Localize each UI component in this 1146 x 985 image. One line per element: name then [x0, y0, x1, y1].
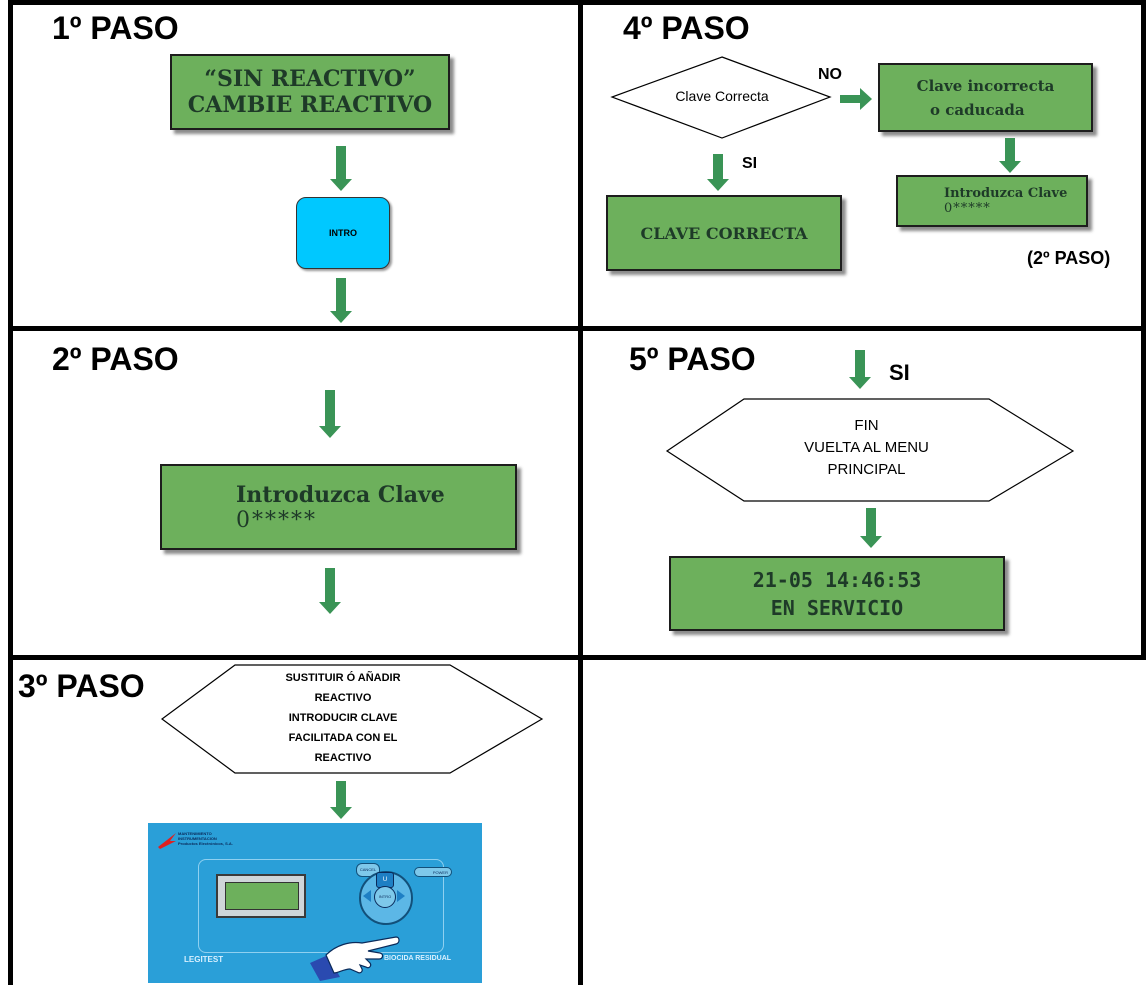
device-brand-line1: MANTENIMIENTO — [178, 831, 212, 836]
step3-hex-line1: SUSTITUIR Ó AÑADIR — [285, 672, 401, 684]
down-arrow-icon — [860, 508, 882, 548]
down-arrow-icon — [330, 278, 352, 323]
device-panel: MANTENIMIENTO INSTRUMENTACION Productos … — [148, 823, 482, 983]
step5-hexagon-text: FIN VUELTA AL MENU PRINCIPAL — [744, 415, 989, 481]
step5-lcd-line1: 21-05 14:46:53 — [752, 567, 922, 592]
grid-line-top — [8, 0, 1146, 5]
step3-title: 3º PASO — [18, 668, 145, 704]
down-arrow-icon — [330, 781, 352, 819]
right-arrow-head — [860, 88, 872, 110]
step4-si-label: SI — [742, 155, 758, 172]
step4-correct-lcd: CLAVE CORRECTA — [606, 195, 842, 271]
step2-lcd: Introduzca Clave 0***** — [160, 464, 517, 550]
step5-lcd-line2: EN SERVICIO — [770, 595, 904, 620]
step4-diamond-label: Clave Correcta — [675, 88, 769, 104]
step5-hex-line2: VUELTA AL MENU — [804, 439, 929, 456]
step4-correct-label: CLAVE CORRECTA — [640, 223, 808, 243]
step4-back-note: (2º PASO) — [1027, 248, 1111, 268]
step1-title: 1º PASO — [52, 10, 179, 46]
device-intro-label: INTRO — [378, 894, 392, 899]
step4-incorrect-line2: o caducada — [930, 100, 1025, 119]
down-arrow-icon — [319, 568, 341, 614]
device-brand: MANTENIMIENTO INSTRUMENTACION Productos … — [178, 831, 233, 846]
right-arrow-icon — [840, 95, 862, 103]
step5-si-label: SI — [889, 360, 910, 385]
grid-line-left — [8, 0, 13, 985]
step1-lcd-line1: “SIN REACTIVO” — [204, 66, 416, 92]
step5-hex-line1: FIN — [854, 417, 879, 434]
step1-lcd: “SIN REACTIVO” CAMBIE REACTIVO — [170, 54, 450, 130]
step2-lcd-line1: Introduzca Clave — [236, 481, 445, 508]
step3-hex-line3: INTRODUCIR CLAVE — [288, 712, 398, 724]
intro-button-label: INTRO — [329, 228, 357, 238]
down-arrow-icon — [330, 146, 352, 191]
device-lcd-screen — [225, 882, 299, 910]
step4-incorrect-lcd: Clave incorrecta o caducada — [878, 63, 1093, 132]
device-cancel-label: CANCEL — [359, 867, 377, 872]
device-intro-button[interactable]: INTRO — [374, 886, 396, 908]
grid-line-row1 — [8, 326, 1146, 331]
device-model-label: LEGITEST — [184, 955, 224, 964]
step4-title: 4º PASO — [623, 10, 750, 46]
pointing-hand-icon — [310, 919, 400, 981]
device-footer-label: BIOCIDA RESIDUAL — [384, 955, 452, 962]
device-lcd-frame — [216, 874, 306, 918]
device-up-button[interactable]: U — [376, 872, 394, 888]
step4-retry-line1: Introduzca Clave — [944, 186, 1068, 201]
step4-retry-line2: 0***** — [944, 201, 991, 216]
step3-hex-line5: REACTIVO — [314, 752, 372, 764]
down-arrow-icon — [999, 138, 1021, 173]
step4-no-label: NO — [818, 66, 842, 83]
step4-incorrect-line1: Clave incorrecta — [916, 76, 1055, 95]
down-arrow-icon — [849, 350, 871, 389]
device-logo-icon — [156, 831, 178, 849]
step4-retry-lcd: Introduzca Clave 0***** — [896, 175, 1088, 227]
step5-lcd: 21-05 14:46:53 EN SERVICIO — [669, 556, 1005, 631]
step1-lcd-line2: CAMBIE REACTIVO — [187, 92, 433, 118]
step5-title: 5º PASO — [629, 341, 756, 377]
device-power-indicator: POWER — [414, 867, 452, 877]
step2-lcd-line2: 0***** — [236, 507, 317, 533]
device-left-arrow-icon[interactable] — [363, 890, 371, 902]
device-panel-border — [198, 859, 444, 953]
device-brand-line3: Productos Electrónicos, S.A. — [178, 841, 233, 846]
step3-hex-line4: FACILITADA CON EL — [288, 732, 398, 744]
grid-line-row2 — [8, 655, 1146, 660]
step3-hexagon-text: SUSTITUIR Ó AÑADIR REACTIVO INTRODUCIR C… — [240, 668, 446, 768]
down-arrow-icon — [319, 390, 341, 438]
grid-line-middle — [578, 0, 583, 985]
device-up-label: U — [382, 877, 388, 883]
device-brand-line2: INSTRUMENTACION — [178, 836, 217, 841]
down-arrow-icon — [707, 154, 729, 191]
intro-button[interactable]: INTRO — [296, 197, 390, 269]
step2-title: 2º PASO — [52, 341, 179, 377]
step3-hex-line2: REACTIVO — [314, 692, 372, 704]
device-power-label: POWER — [432, 870, 448, 875]
device-right-arrow-icon[interactable] — [397, 890, 405, 902]
step5-hex-line3: PRINCIPAL — [827, 461, 906, 478]
